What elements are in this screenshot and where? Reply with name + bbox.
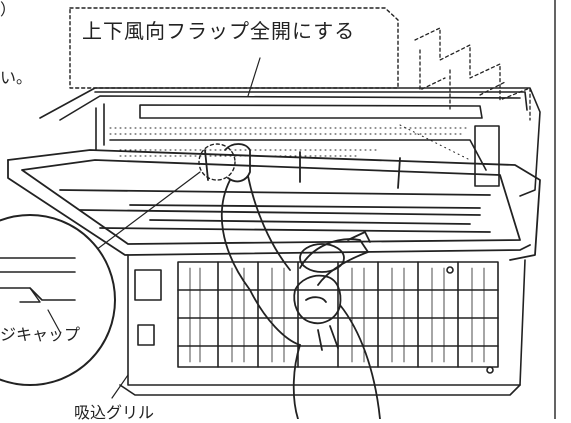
filter-speckle <box>109 124 471 161</box>
grille-label-leader <box>111 374 129 399</box>
top-text-fragment: い。 <box>0 64 33 88</box>
cap-label-leader <box>47 309 61 333</box>
grille-frame <box>7 149 541 261</box>
cap-location-circle <box>198 143 236 181</box>
grille-label: 吸込グリル <box>74 399 155 423</box>
flap-callout-box <box>69 7 399 89</box>
grille-body <box>119 254 526 396</box>
cap-leader-line <box>79 171 201 263</box>
flap-label: 上下風向フラップ全開にする <box>82 15 356 44</box>
top-paren-fragment: ） <box>0 0 17 20</box>
worker-figure <box>220 143 381 419</box>
unit-body <box>39 87 541 197</box>
cap-label: ジキャップ <box>0 325 81 344</box>
cap-magnifier <box>0 214 116 386</box>
flap-label-leader <box>247 57 261 97</box>
